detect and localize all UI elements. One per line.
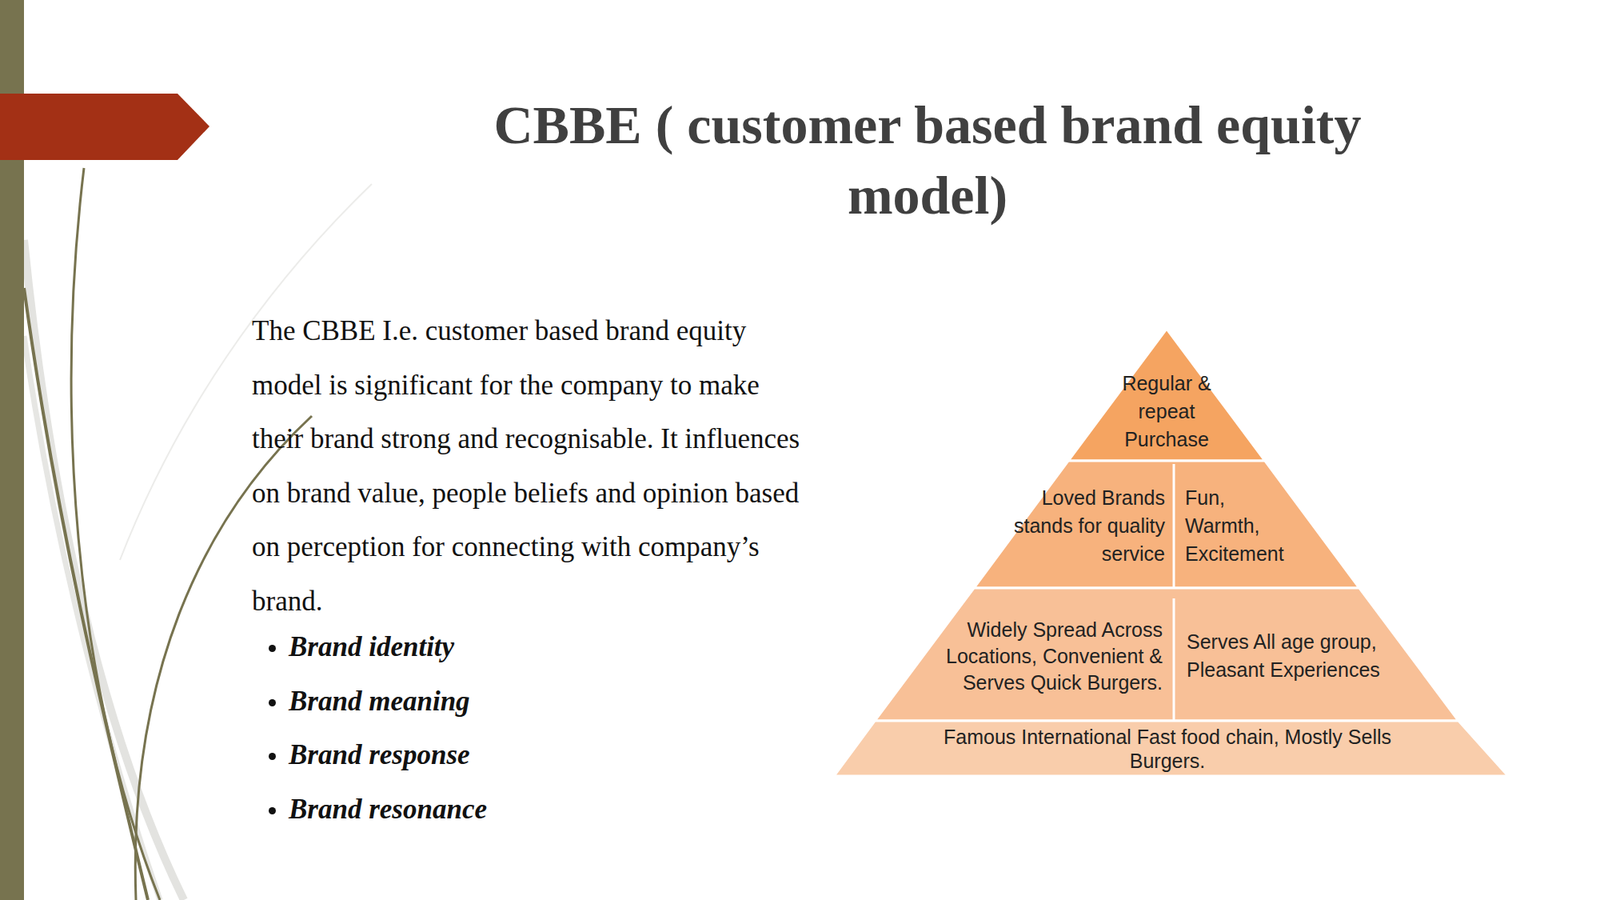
cell-text: Fun, Warmth, Excitement (1185, 483, 1293, 568)
cell-text: Regular & repeat Purchase (1110, 369, 1223, 454)
pyramid-band (973, 460, 1360, 588)
bullet-item: Brand meaning (288, 674, 487, 729)
cell-text: Famous International Fast food chain, Mo… (911, 724, 1424, 773)
slide-title: CBBE ( customer based brand equity model… (415, 89, 1440, 231)
pyramid-band (1068, 328, 1265, 461)
pyramid (833, 328, 1509, 776)
red-arrow-tab (0, 93, 210, 160)
pyramid-cell: Famous International Fast food chain, Mo… (911, 722, 1424, 775)
bullet-item: Brand identity (288, 619, 487, 675)
pyramid-cell: Loved Brands stands for quality service (979, 466, 1166, 584)
pyramid-cell: Widely Spread Across Locations, Convenie… (885, 593, 1163, 719)
decor-curve (23, 239, 184, 900)
cell-text: Loved Brands stands for quality service (979, 483, 1166, 568)
cell-text: Widely Spread Across Locations, Convenie… (885, 616, 1163, 696)
bullet-item: Brand response (288, 727, 487, 783)
decor-curve (23, 287, 148, 900)
pyramid-band (833, 720, 1509, 776)
bullet-item: Brand resonance (288, 782, 487, 837)
pyramid-cell: Regular & repeat Purchase (1110, 363, 1223, 459)
pyramid-cell: Fun, Warmth, Excitement (1185, 466, 1293, 584)
band-divider (1173, 598, 1176, 720)
band-divider (1173, 463, 1176, 588)
body-text: The CBBE I.e. customer based brand equit… (251, 303, 812, 628)
bullet-list: Brand identityBrand meaningBrand respons… (251, 619, 487, 836)
cell-text: Serves All age group, Pleasant Experienc… (1186, 627, 1407, 684)
pyramid-cell: Serves All age group, Pleasant Experienc… (1186, 593, 1407, 719)
pyramid-band (874, 587, 1459, 721)
decor-curve (71, 167, 160, 900)
